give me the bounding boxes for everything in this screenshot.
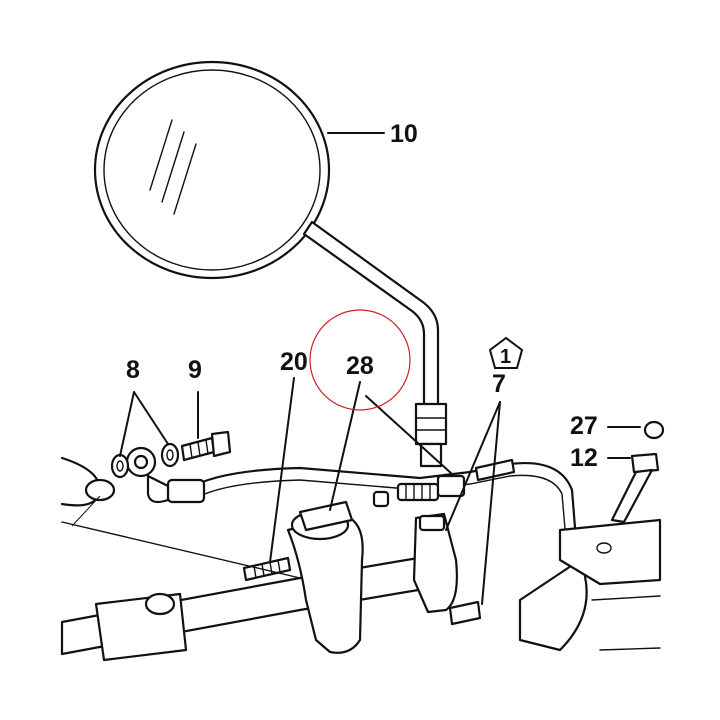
callout-27: 27 [570, 412, 598, 440]
handlebar-assembly [60, 500, 662, 662]
callout-20: 20 [280, 348, 308, 376]
callout-28: 28 [346, 352, 374, 380]
callout-7: 7 [492, 370, 506, 398]
banjo-fitting [146, 474, 170, 504]
lever-pivot [84, 478, 116, 502]
highlight-circle [309, 309, 411, 411]
reservoir-bracket [558, 518, 662, 586]
mirror-glare-lines [149, 119, 197, 215]
mirror-glass [103, 69, 321, 271]
leader-line-8a [119, 391, 135, 457]
banjo-bolt-shank [180, 436, 216, 462]
washer-right [160, 442, 180, 468]
clamp-screw-20 [242, 556, 292, 582]
right-bar-end [518, 558, 588, 652]
leader-line-28b [365, 395, 453, 475]
reference-pentagon [488, 336, 524, 369]
cap-screw-12-shank [610, 468, 654, 524]
leader-line-28a [329, 381, 361, 511]
brake-hose-assembly [125, 446, 578, 542]
leader-line-20 [269, 377, 295, 563]
washers-and-bolt [60, 430, 232, 507]
mirror-stem [302, 220, 440, 410]
mirror-head [93, 60, 331, 280]
banjo-bolt-head [210, 430, 232, 458]
callout-9: 9 [188, 356, 202, 384]
cap-screw-12-head [630, 452, 660, 474]
master-cylinder-clamp-left [286, 514, 364, 654]
callout-10: 10 [390, 120, 418, 148]
hose-fitting-right [396, 482, 440, 502]
leader-line-7b [481, 401, 501, 605]
clamp-screw-7 [448, 600, 482, 626]
mirror-assembly [93, 60, 448, 468]
reservoir-cap-parts [610, 420, 665, 524]
washer-left [110, 453, 130, 479]
hose-fitting-nut [372, 490, 390, 508]
hose-fitting-left [166, 478, 206, 504]
cap-27 [643, 420, 665, 440]
master-cylinder-clamp-right [412, 512, 458, 614]
callout-12: 12 [570, 444, 598, 472]
callout-8: 8 [126, 356, 140, 384]
callout-1: 1 [500, 346, 511, 368]
mirror-stem-nut [414, 402, 448, 446]
leader-line-8b [133, 391, 169, 445]
leader-line-7a [445, 401, 501, 531]
